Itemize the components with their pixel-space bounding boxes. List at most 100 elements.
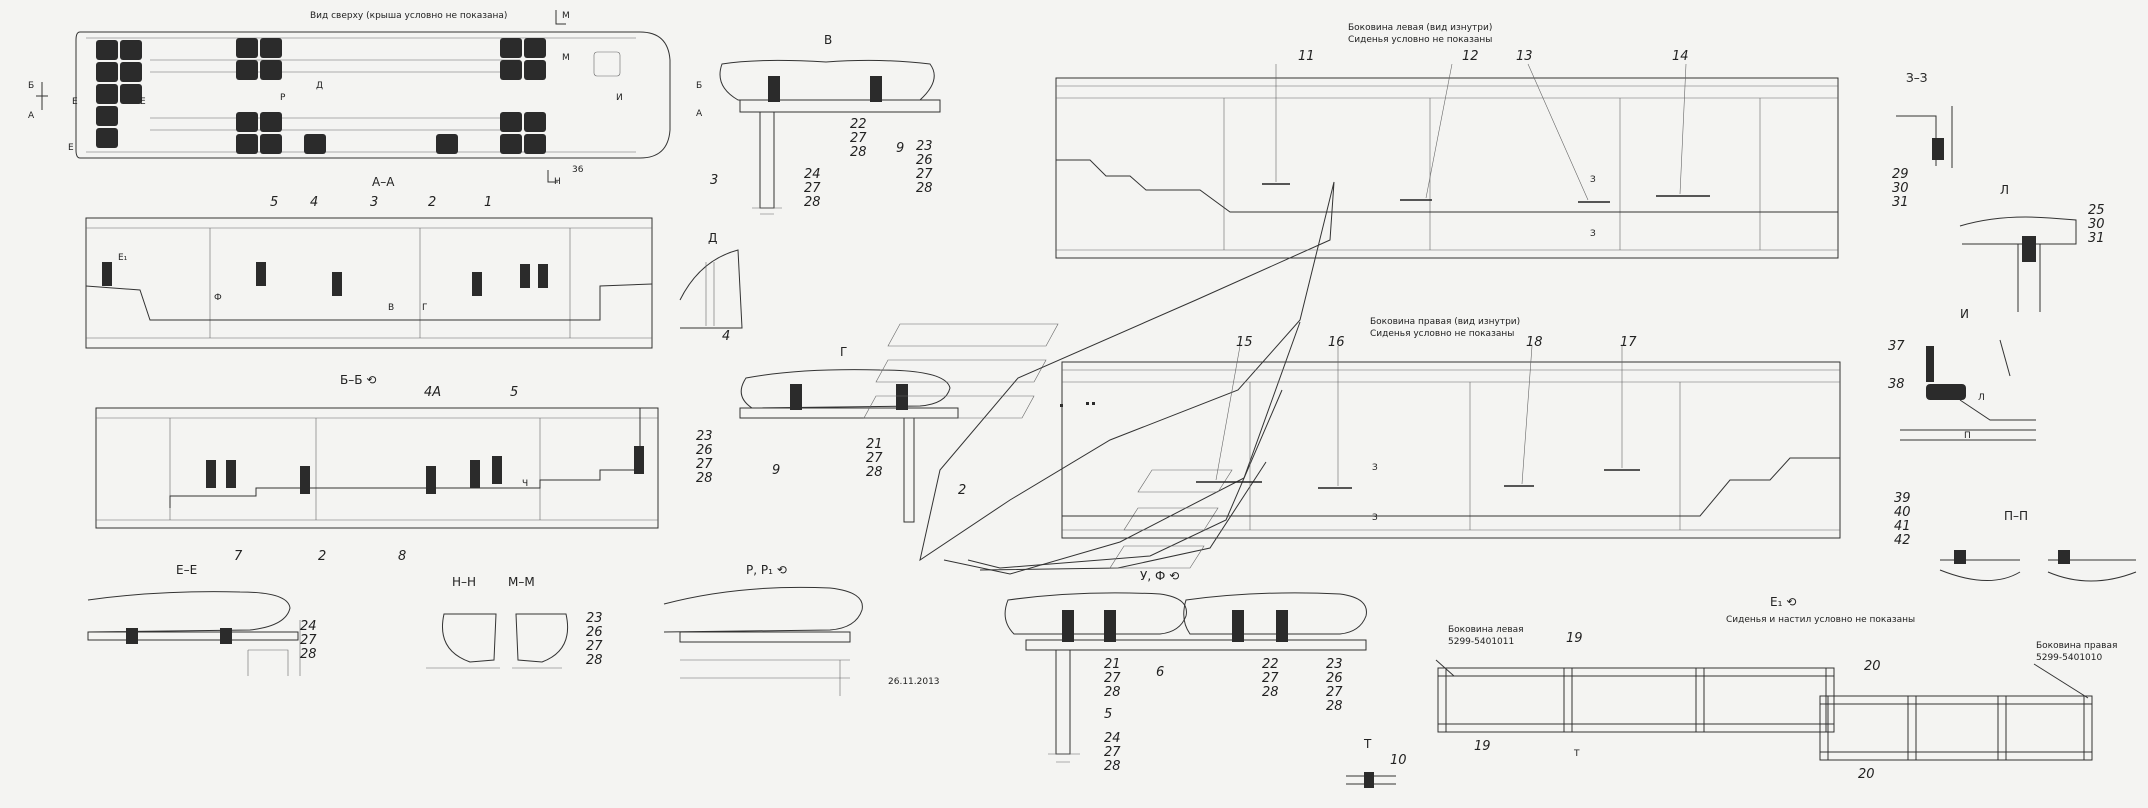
svg-text:27: 27 — [696, 457, 713, 472]
svg-text:Сиденья условно не показаны: Сиденья условно не показаны — [1348, 35, 1492, 45]
svg-text:37: 37 — [1888, 339, 1905, 354]
svg-text:Б–Б ⟲: Б–Б ⟲ — [340, 373, 376, 387]
svg-text:П–П: П–П — [2004, 509, 2028, 523]
svg-text:Е: Е — [140, 97, 146, 107]
svg-text:Т: Т — [1363, 737, 1372, 751]
svg-text:Сиденья и настил условно не по: Сиденья и настил условно не показаны — [1726, 615, 1915, 625]
svg-text:19: 19 — [1566, 631, 1583, 646]
svg-text:Боковина правая (вид изнутри): Боковина правая (вид изнутри) — [1370, 317, 1520, 327]
section-zz: З–З 29 30 31 — [1892, 71, 1953, 210]
svg-text:П: П — [1964, 431, 1971, 441]
top-view: Вид сверху (крыша условно не показана) Б… — [28, 10, 671, 187]
svg-text:23: 23 — [1326, 657, 1343, 672]
svg-text:9: 9 — [772, 463, 780, 478]
top-view-caption: Вид сверху (крыша условно не показана) — [310, 11, 507, 21]
svg-text:12: 12 — [1462, 49, 1479, 64]
section-aa: А–А 5 4 3 2 1 Е₁ Ф В Г — [85, 175, 653, 349]
view-g: Г 23 26 27 28 9 21 27 28 2 — [696, 345, 966, 523]
svg-text:Боковина левая (вид изнутри): Боковина левая (вид изнутри) — [1348, 23, 1492, 33]
svg-text:5: 5 — [270, 195, 278, 210]
svg-text:27: 27 — [586, 639, 603, 654]
svg-text:29: 29 — [1892, 167, 1909, 182]
svg-text:З: З — [1590, 175, 1596, 185]
section-bb: Б–Б ⟲ 4А 5 7 2 8 Ч — [95, 373, 659, 564]
svg-text:26.11.2013: 26.11.2013 — [888, 677, 940, 687]
svg-text:Боковина левая: Боковина левая — [1448, 625, 1524, 635]
svg-text:26: 26 — [1326, 671, 1343, 686]
svg-text:28: 28 — [866, 465, 883, 480]
svg-text:У, Ф ⟲: У, Ф ⟲ — [1140, 569, 1179, 583]
section-rr: Р, Р₁ ⟲ 26.11.2013 — [663, 563, 940, 696]
left-side-panel: Боковина левая (вид изнутри) Сиденья усл… — [1055, 23, 1839, 259]
view-t: Т 10 — [1346, 737, 1407, 788]
svg-text:М: М — [562, 53, 570, 63]
svg-text:5: 5 — [510, 385, 518, 400]
right-side-panel: Боковина правая (вид изнутри) Сиденья ус… — [1061, 317, 1841, 539]
svg-text:27: 27 — [916, 167, 933, 182]
svg-text:38: 38 — [1888, 377, 1905, 392]
svg-text:З–З: З–З — [1906, 71, 1927, 85]
svg-text:Д: Д — [708, 231, 717, 245]
svg-text:19: 19 — [1474, 739, 1491, 754]
svg-text:26: 26 — [916, 153, 933, 168]
svg-text:3: 3 — [370, 195, 378, 210]
view-d: Д 4 — [679, 231, 743, 344]
svg-text:30: 30 — [2088, 217, 2105, 232]
svg-text:21: 21 — [1104, 657, 1121, 672]
svg-text:В: В — [824, 33, 832, 47]
svg-text:28: 28 — [696, 471, 713, 486]
svg-text:28: 28 — [804, 195, 821, 210]
svg-text:2: 2 — [318, 549, 326, 564]
svg-text:36: 36 — [572, 165, 584, 175]
svg-text:А–А: А–А — [372, 175, 395, 189]
svg-text:9: 9 — [896, 141, 904, 156]
svg-text:27: 27 — [866, 451, 883, 466]
svg-text:20: 20 — [1864, 659, 1881, 674]
svg-text:22: 22 — [1262, 657, 1279, 672]
svg-text:Д: Д — [316, 81, 323, 91]
svg-text:10: 10 — [1390, 753, 1407, 768]
section-ee: Е–Е 24 27 28 — [87, 563, 317, 676]
svg-text:27: 27 — [300, 633, 317, 648]
aa-seats — [102, 262, 548, 296]
svg-text:41: 41 — [1894, 519, 1911, 534]
svg-text:15: 15 — [1236, 335, 1253, 350]
svg-text:5: 5 — [1104, 707, 1112, 722]
svg-text:В: В — [388, 303, 394, 313]
svg-text:11: 11 — [1298, 49, 1315, 64]
svg-text:4: 4 — [722, 329, 730, 344]
svg-text:Ч: Ч — [522, 479, 528, 489]
svg-text:30: 30 — [1892, 181, 1909, 196]
svg-text:З: З — [1372, 513, 1378, 523]
svg-text:27: 27 — [1262, 671, 1279, 686]
svg-text:М: М — [562, 11, 570, 21]
svg-text:М–М: М–М — [508, 575, 535, 589]
svg-text:28: 28 — [300, 647, 317, 662]
svg-text:Б: Б — [28, 81, 34, 91]
svg-text:Б: Б — [696, 81, 702, 91]
svg-text:20: 20 — [1858, 767, 1875, 782]
svg-text:З: З — [1372, 463, 1378, 473]
svg-text:18: 18 — [1526, 335, 1543, 350]
svg-text:Р: Р — [280, 93, 286, 103]
svg-text:Л: Л — [2000, 183, 2009, 197]
svg-text:2: 2 — [958, 483, 966, 498]
svg-text:А: А — [28, 111, 35, 121]
view-uf: У, Ф ⟲ 21 27 28 6 22 27 28 23 26 27 28 5… — [1004, 569, 1367, 774]
view-e1: Е₁ ⟲ Сиденья и настил условно не показан… — [1435, 595, 2117, 782]
svg-text:А: А — [696, 109, 703, 119]
svg-text:17: 17 — [1620, 335, 1637, 350]
svg-text:25: 25 — [2088, 203, 2105, 218]
svg-text:3: 3 — [710, 173, 718, 188]
svg-text:6: 6 — [1156, 665, 1164, 680]
svg-text:Е: Е — [72, 97, 78, 107]
svg-text:28: 28 — [586, 653, 603, 668]
svg-text:40: 40 — [1894, 505, 1911, 520]
svg-text:Е: Е — [68, 143, 74, 153]
svg-text:24: 24 — [804, 167, 821, 182]
svg-text:28: 28 — [1326, 699, 1343, 714]
svg-text:23: 23 — [696, 429, 713, 444]
svg-text:И: И — [616, 93, 623, 103]
svg-text:1: 1 — [484, 195, 492, 210]
